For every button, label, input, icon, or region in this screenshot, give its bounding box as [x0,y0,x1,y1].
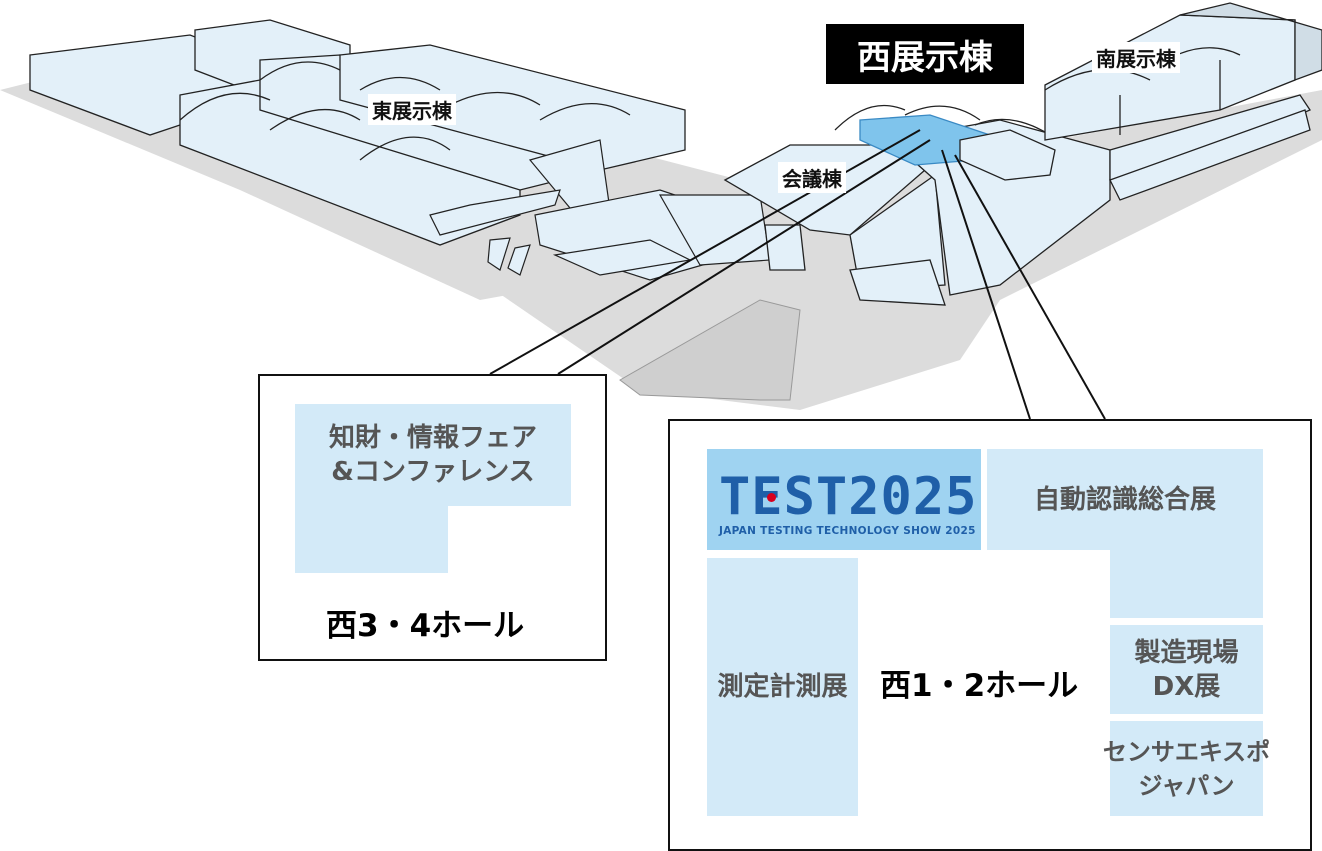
west-building-label: 西展示棟 [826,24,1024,84]
east-building-label: 東展示棟 [368,94,456,125]
hall34-name: 西3・4ホール [326,608,525,644]
callout-lines [489,129,1106,420]
ip-fair-zone: 知財・情報フェア &コンファレンス [328,423,537,487]
central-corridor [429,139,771,281]
dx-zone[interactable]: 製造現場 DX展 [1110,625,1263,714]
south-building [1044,2,1322,201]
hall34-zone-shape [295,404,571,573]
walkway [619,299,801,401]
south-building-label: 南展示棟 [1092,42,1180,73]
test2025-logo: TEST2025 [719,467,978,527]
test2025-zone[interactable]: TEST2025 JAPAN TESTING TECHNOLOGY SHOW 2… [707,449,981,550]
auto-id-zone-shape [987,449,1263,618]
auto-id-zone[interactable]: 自動認識総合展 [1033,484,1216,515]
hall12-name: 西1・2ホール [880,668,1079,704]
west-building [834,104,1111,296]
measurement-zone[interactable]: 測定計測展 [707,558,858,816]
logo-red-dot [767,493,776,502]
conference-building-label: 会議棟 [778,162,846,193]
sensor-expo-zone[interactable]: センサエキスポ ジャパン [1103,721,1270,816]
test2025-subtitle: JAPAN TESTING TECHNOLOGY SHOW 2025 [719,525,976,537]
